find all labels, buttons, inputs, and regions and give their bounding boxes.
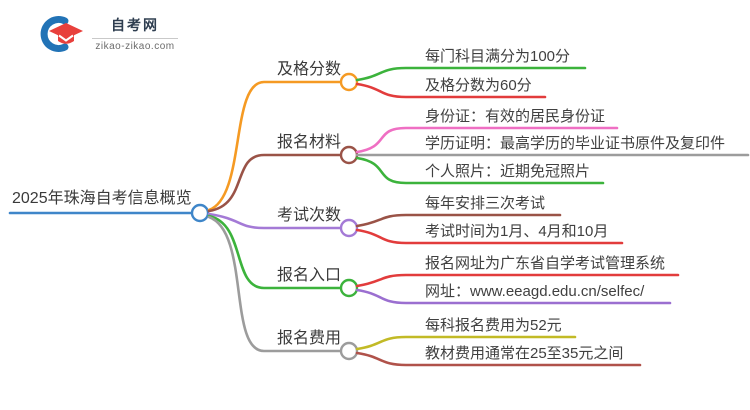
leaf-passing-score-60: 及格分数为60分 <box>425 77 532 94</box>
branch-node-materials <box>339 145 359 165</box>
graduation-cap-crescent-icon <box>40 16 83 52</box>
logo-divider <box>92 37 178 39</box>
leaf-line-exam-fee <box>355 335 577 351</box>
leaf-exams-per-year: 每年安排三次考试 <box>425 195 546 212</box>
branch-line-materials <box>207 153 343 213</box>
branch-line-entrance <box>207 214 343 290</box>
logo-text: 自考网 zikao-zikao.com <box>92 15 178 52</box>
leaf-line-full-score <box>355 66 587 82</box>
leaf-line-registration-url <box>355 288 672 305</box>
branch-node-passing-score <box>339 72 359 92</box>
leaf-line-exams-per-year <box>355 213 562 228</box>
mortarboard-top <box>49 23 83 39</box>
branch-label-entrance: 报名入口 <box>276 267 341 284</box>
site-logo[interactable]: 自考网 zikao-zikao.com <box>36 12 178 54</box>
leaf-line-photo <box>355 156 605 185</box>
branch-line-fees <box>207 215 343 353</box>
branch-node-exam-times <box>339 218 359 238</box>
leaf-line-textbook-fee <box>355 351 642 367</box>
leaf-textbook-fee: 教材费用通常在25至35元之间 <box>425 345 624 362</box>
branch-node-entrance <box>339 278 359 298</box>
leaf-diploma: 学历证明：最高学历的毕业证书原件及复印件 <box>425 135 726 152</box>
leaf-exam-months: 考试时间为1月、4月和10月 <box>425 223 609 240</box>
branch-node-fees <box>339 341 359 361</box>
root-node-label: 2025年珠海自考信息概览 <box>12 190 192 207</box>
branch-label-materials: 报名材料 <box>276 134 341 151</box>
branch-line-exam-times <box>207 212 343 230</box>
mortarboard-chevron <box>58 34 74 42</box>
leaf-photo: 个人照片：近期免冠照片 <box>425 163 591 180</box>
branch-label-exam-times: 考试次数 <box>276 207 341 224</box>
branch-line-passing-score <box>207 80 343 212</box>
branch-label-fees: 报名费用 <box>276 330 341 347</box>
leaf-full-score: 每门科目满分为100分 <box>425 48 571 65</box>
leaf-line-exam-months <box>355 228 624 245</box>
logo-title: 自考网 <box>111 16 159 33</box>
leaf-exam-fee: 每科报名费用为52元 <box>425 317 562 334</box>
leaf-registration-site: 报名网址为广东省自学考试管理系统 <box>425 255 666 272</box>
root-node-circle <box>190 203 210 223</box>
leaf-line-passing-score-60 <box>355 82 547 99</box>
leaf-id-card: 身份证：有效的居民身份证 <box>425 108 606 125</box>
branch-label-passing-score: 及格分数 <box>276 61 341 78</box>
crescent-shape <box>40 16 69 52</box>
leaf-registration-url: 网址：www.eeagd.edu.cn/selfec/ <box>425 283 645 300</box>
logo-domain: zikao-zikao.com <box>95 40 175 52</box>
leaf-line-id-card <box>355 126 619 154</box>
leaf-line-registration-site <box>355 273 680 288</box>
